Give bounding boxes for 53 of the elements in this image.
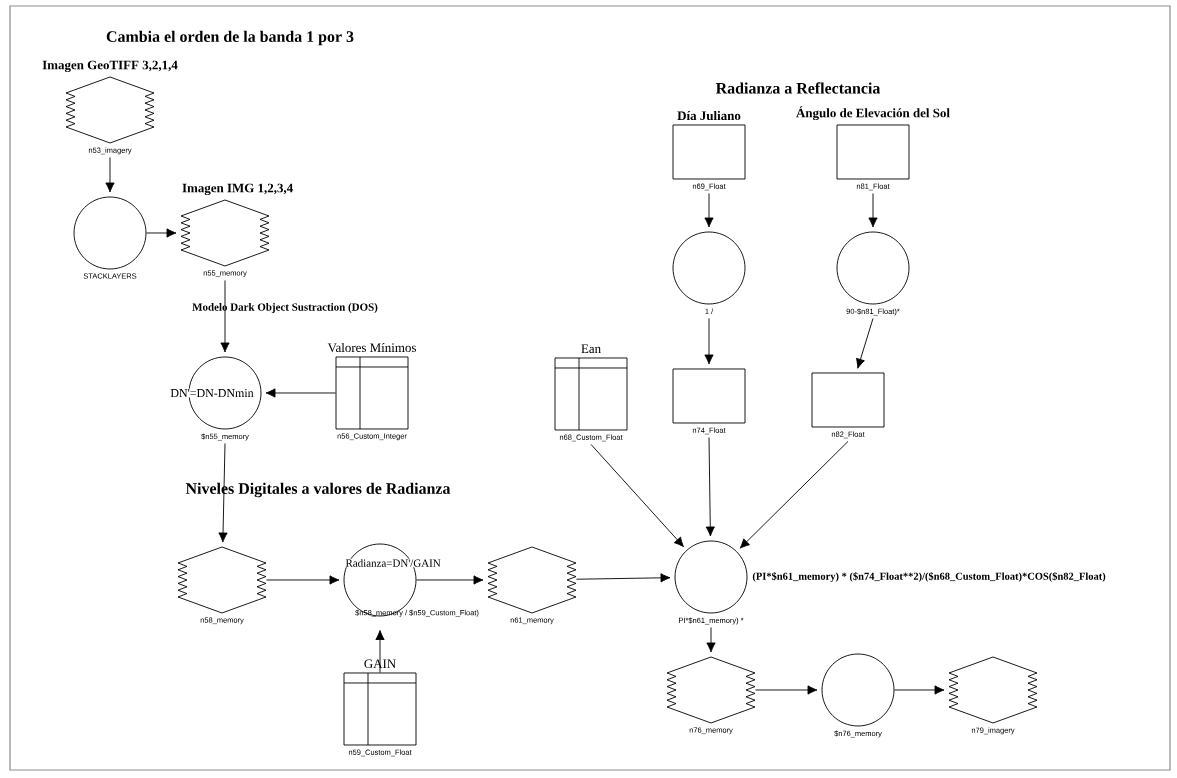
- arrow: [375, 630, 385, 673]
- node-heading: Ean: [581, 344, 601, 354]
- arrow: [755, 685, 818, 695]
- node-heading: Imagen GeoTIFF 3,2,1,4: [42, 60, 178, 73]
- arrow: [105, 157, 115, 193]
- arrow: [416, 575, 484, 585]
- arrow: [705, 437, 715, 537]
- arrow: [146, 228, 177, 238]
- raster-hexagon: [180, 183, 293, 278]
- raster-hexagon: [42, 60, 178, 155]
- node-heading: Valores Mínimos: [327, 342, 416, 353]
- section-title: Niveles Digitales a valores de Radianza: [185, 482, 451, 498]
- raster-hexagon: [487, 546, 577, 625]
- section-title: Cambia el orden de la banda 1 por 3: [106, 30, 354, 46]
- raster-hexagon: [177, 546, 267, 625]
- arrow: [706, 627, 716, 653]
- section-title: Modelo Dark Object Sustraction (DOS): [192, 303, 378, 313]
- arrow: [590, 444, 684, 548]
- function-circle: [169, 356, 262, 441]
- section-title: Radianza a Reflectancia: [715, 82, 881, 94]
- arrow: [894, 685, 945, 695]
- arrow: [220, 280, 230, 353]
- arrow: [265, 388, 336, 398]
- function-circle: [836, 231, 910, 316]
- arrow: [576, 573, 671, 583]
- function-circle: [674, 540, 1106, 625]
- scalar-box: [796, 106, 950, 191]
- scalar-box: [672, 368, 746, 435]
- arrow: [266, 575, 340, 585]
- function-circle: [821, 653, 895, 738]
- function-circle: [73, 196, 147, 279]
- arrow: [868, 193, 878, 228]
- arrow: [704, 318, 714, 365]
- arrow: [739, 441, 849, 549]
- node-heading: GAIN: [364, 659, 396, 669]
- arrow: [218, 443, 228, 543]
- formula-text: (PI*$n61_memory) * ($n74_Float**2)/($n68_Custom_Float)*COS($n82_Float): [752, 572, 1106, 582]
- function-circle: [343, 543, 479, 617]
- node-heading: Ángulo de Elevación del Sol: [796, 106, 950, 121]
- table-box: [343, 659, 417, 757]
- raster-hexagon: [948, 656, 1038, 735]
- formula-text: Radianza=DN'/GAIN: [345, 558, 442, 568]
- arrow: [704, 193, 714, 228]
- table-box: [327, 342, 416, 441]
- arrow: [856, 318, 874, 369]
- scalar-box: [811, 372, 885, 439]
- function-circle: [672, 231, 746, 314]
- table-box: [554, 344, 628, 442]
- node-heading: Imagen IMG 1,2,3,4: [182, 183, 293, 196]
- formula-text: DN'=DN-DNmin: [169, 388, 255, 398]
- raster-hexagon: [666, 656, 756, 735]
- node-heading: Día Juliano: [677, 110, 741, 121]
- scalar-box: [672, 110, 746, 191]
